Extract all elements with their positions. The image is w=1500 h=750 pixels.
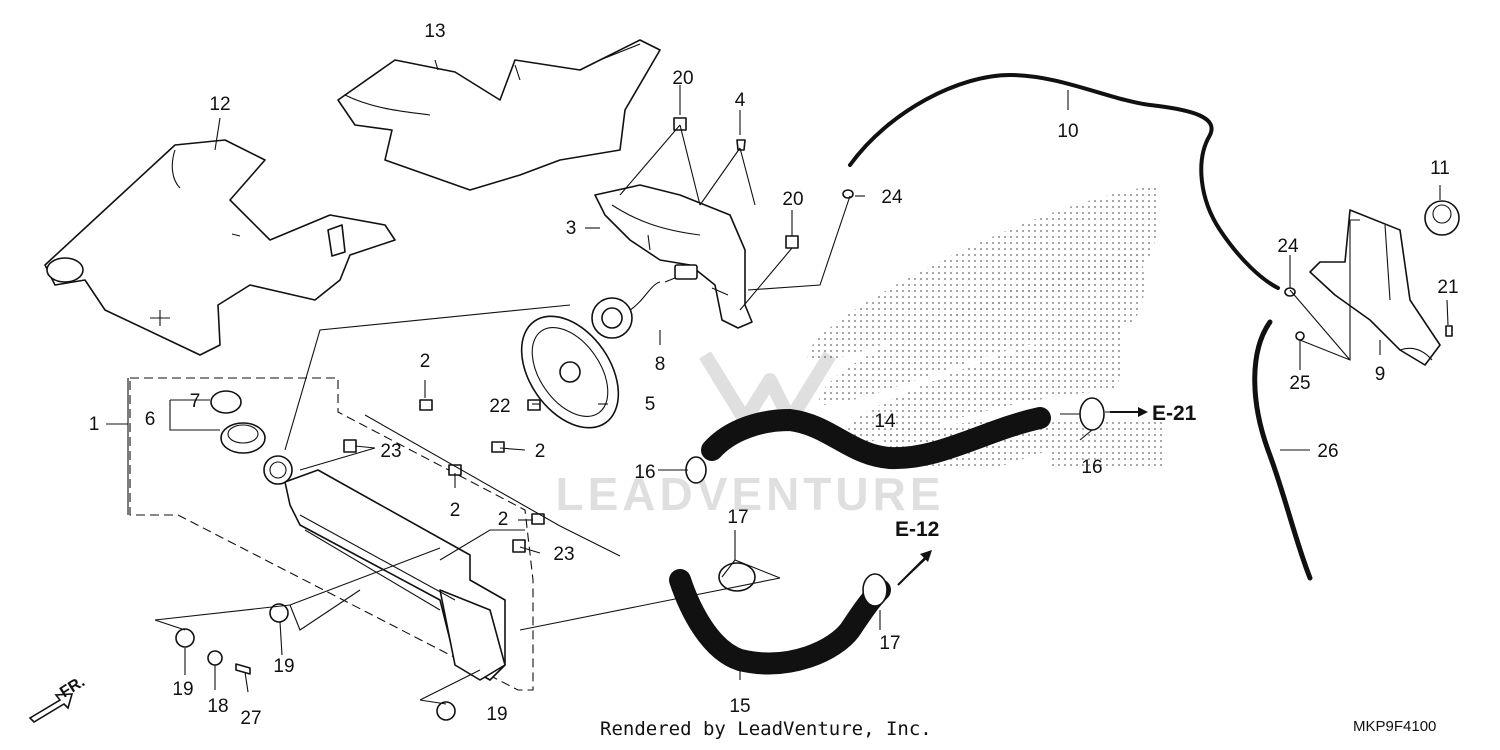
part-23-clips[interactable] <box>343 439 526 553</box>
callout-13: 13 <box>424 21 445 42</box>
callout-2: 2 <box>420 351 431 372</box>
render-credit: Rendered by LeadVenture, Inc. <box>600 718 932 740</box>
callout-2: 2 <box>498 509 509 530</box>
callout-4: 4 <box>735 90 746 111</box>
diagram-code: MKP9F4100 <box>1353 718 1437 735</box>
part-22-nut[interactable] <box>527 399 541 411</box>
part-2-grommets[interactable] <box>419 399 545 525</box>
callout-2: 2 <box>535 441 546 462</box>
callout-5: 5 <box>645 394 656 415</box>
callout-10: 10 <box>1057 121 1078 142</box>
callout-23: 23 <box>553 544 574 565</box>
callout-16: 16 <box>1081 457 1102 478</box>
part-12-shroud-lower[interactable] <box>44 139 396 356</box>
reference-e12[interactable]: E-12 <box>895 518 939 541</box>
callout-12: 12 <box>209 94 230 115</box>
part-6-radiator-cap[interactable] <box>220 422 266 454</box>
part-13-shroud-upper[interactable] <box>337 39 661 191</box>
callout-25: 25 <box>1289 373 1310 394</box>
callout-1: 1 <box>89 414 100 435</box>
wing-emblem-watermark <box>807 185 1165 470</box>
callout-6: 6 <box>145 409 156 430</box>
front-arrow-icon: FR. <box>28 673 88 724</box>
callout-22: 22 <box>489 396 510 417</box>
reference-e21[interactable]: E-21 <box>1152 402 1197 425</box>
watermark-text: LEADVENTURE <box>555 468 944 520</box>
callout-3: 3 <box>566 218 577 239</box>
part-27-bolt[interactable] <box>235 663 251 675</box>
part-7-cap-seal[interactable] <box>210 390 242 414</box>
part-25-clip[interactable] <box>1295 331 1305 341</box>
part-11-tank-cap[interactable] <box>1424 200 1460 236</box>
part-20-grommets[interactable] <box>673 117 799 249</box>
callout-16: 16 <box>634 462 655 483</box>
callout-19: 19 <box>273 656 294 677</box>
callout-26: 26 <box>1317 441 1338 462</box>
callout-23: 23 <box>380 441 401 462</box>
callout-14: 14 <box>874 411 896 432</box>
part-19-grommets[interactable] <box>175 603 456 721</box>
leadventure-watermark: LEADVENTURE <box>555 351 944 520</box>
e12-arrow <box>897 550 932 586</box>
callout-7: 7 <box>190 391 201 412</box>
callout-8: 8 <box>655 354 666 375</box>
callout-2: 2 <box>450 500 461 521</box>
callout-20: 20 <box>782 189 803 210</box>
callout-17: 17 <box>727 507 748 528</box>
part-3-fan-shroud[interactable] <box>594 184 753 329</box>
callout-24: 24 <box>1277 236 1299 257</box>
part-8-fan-motor[interactable] <box>591 264 698 339</box>
part-9-reserve-tank[interactable] <box>1309 209 1441 366</box>
callout-18: 18 <box>207 696 228 717</box>
part-21-bolt[interactable] <box>1445 325 1453 337</box>
callout-19: 19 <box>172 679 193 700</box>
callout-21: 21 <box>1437 277 1458 298</box>
callout-19: 19 <box>486 704 507 725</box>
part-24-clips[interactable] <box>842 189 1296 297</box>
part-18-collar[interactable] <box>207 650 223 666</box>
callout-20: 20 <box>672 68 693 89</box>
callout-11: 11 <box>1430 158 1450 179</box>
part-5-cooling-fan[interactable] <box>502 298 639 445</box>
callout-27: 27 <box>240 708 261 729</box>
callout-9: 9 <box>1375 364 1386 385</box>
callout-17: 17 <box>879 633 900 654</box>
callout-15: 15 <box>729 696 750 717</box>
part-1-radiator[interactable] <box>263 455 506 681</box>
callout-24: 24 <box>881 187 903 208</box>
e21-arrow <box>1110 407 1148 417</box>
callout-numbers: 1 2 2 2 2 3 4 5 6 7 8 9 10 11 12 13 14 1… <box>89 21 1459 729</box>
radiator-assembly-outline <box>129 377 534 691</box>
part-4-bolt[interactable] <box>736 139 746 151</box>
